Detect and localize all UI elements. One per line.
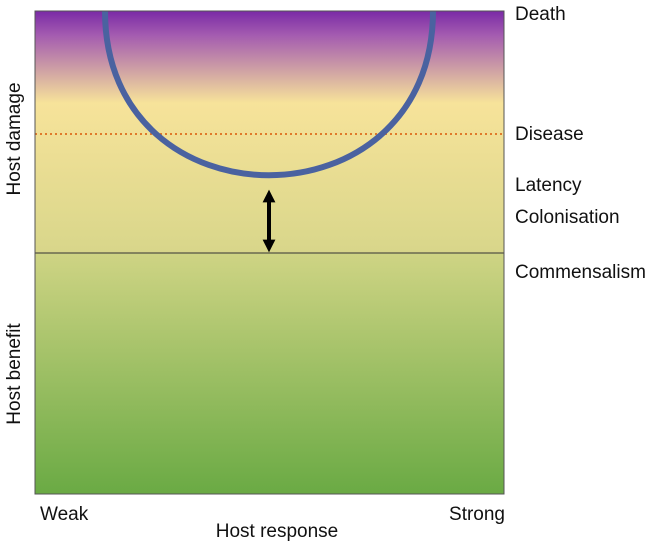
label-commensalism: Commensalism	[515, 262, 646, 283]
axis-label-weak: Weak	[40, 504, 89, 525]
damage-response-curve	[102, 10, 436, 179]
label-death: Death	[515, 4, 566, 25]
label-latency: Latency	[515, 175, 582, 196]
axis-label-host-damage: Host damage	[4, 82, 25, 195]
axis-label-host-benefit: Host benefit	[4, 323, 25, 425]
axis-label-strong: Strong	[449, 504, 505, 525]
diagram-frame	[34, 10, 505, 495]
host-benefit-region	[35, 253, 504, 494]
axis-title-host-response: Host response	[216, 521, 339, 542]
label-disease: Disease	[515, 124, 584, 145]
label-colonisation: Colonisation	[515, 207, 620, 228]
